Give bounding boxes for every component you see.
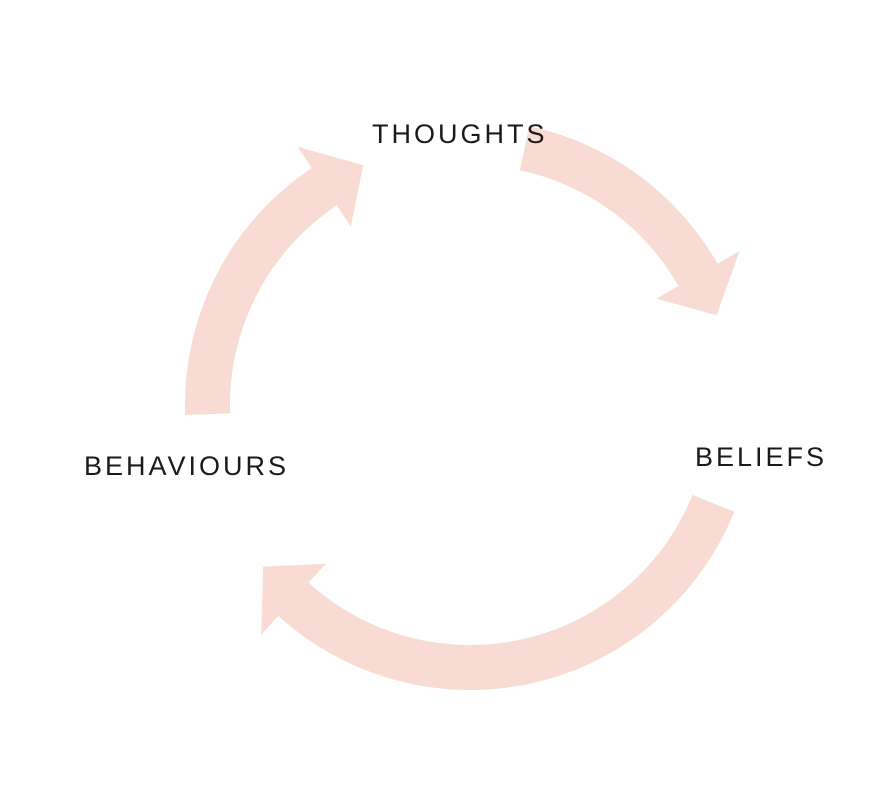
arrow-thoughts-to-beliefs [519, 126, 740, 316]
arrow-beliefs-to-behaviours [261, 494, 735, 691]
arrow-behaviours-to-thoughts [184, 146, 364, 415]
node-beliefs: BELIEFS [695, 442, 828, 472]
node-behaviours: BEHAVIOURS [84, 451, 290, 481]
node-thoughts: THOUGHTS [372, 119, 548, 149]
